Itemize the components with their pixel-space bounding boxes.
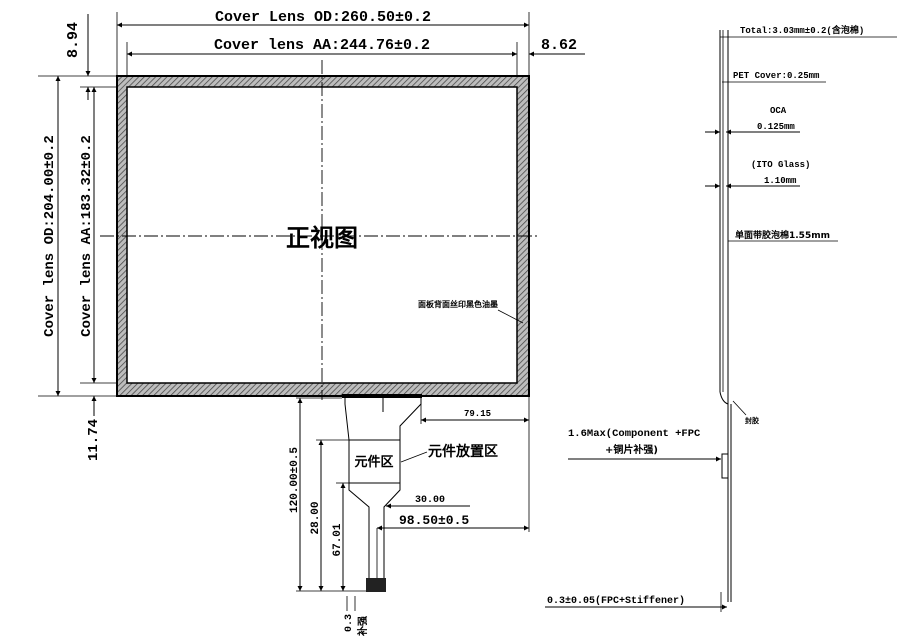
aa-width-label: Cover lens AA:244.76±0.2	[214, 37, 430, 54]
total-thickness-label: Total:3.03mm±0.2(含泡棉)	[740, 24, 864, 36]
seal-label: 封胶	[745, 416, 759, 425]
front-view-title: 正视图	[286, 224, 358, 252]
od-width-label: Cover Lens OD:260.50±0.2	[215, 9, 431, 26]
oca-label: OCA	[770, 106, 787, 116]
ink-note: 面板背面丝印黑色油墨	[418, 299, 498, 309]
fpc-connector	[366, 578, 386, 592]
width-label: 30.00	[415, 495, 445, 506]
bottom-border-label: 11.74	[86, 419, 102, 461]
fpc-outline-left	[344, 398, 350, 441]
total-length-label: 120.00±0.5	[289, 447, 301, 513]
length-b-label: 67.01	[332, 523, 344, 556]
side-view: Total:3.03mm±0.2(含泡棉) PET Cover:0.25mm O…	[545, 24, 897, 612]
oca-value: 0.125mm	[757, 122, 795, 132]
component-max-label-line2: +铜片补强)	[605, 443, 658, 456]
component-placement-leader	[400, 451, 428, 463]
fpc-drawing: 元件区 元件放置区 79.15 30.00 98.50±0.5 120.00±0…	[289, 394, 530, 636]
component-area-label: 元件区	[354, 454, 393, 470]
stiffener-label: 0.3	[344, 614, 355, 632]
pet-cover-label: PET Cover:0.25mm	[733, 71, 820, 81]
ito-value: 1.10mm	[764, 176, 797, 186]
component-placement-label: 元件放置区	[428, 443, 498, 460]
stiffener-note: 补强	[356, 616, 369, 636]
component-area-box	[348, 439, 401, 484]
foam-label: 单面带胶泡棉1.55mm	[735, 229, 830, 241]
fpc-tail-left	[348, 483, 370, 578]
front-view: 正视图 Cover Lens OD:260.50±0.2 Cover lens …	[38, 9, 585, 461]
top-border-label: 8.94	[65, 22, 82, 58]
right-border-label: 8.62	[541, 37, 577, 54]
length-a-label: 28.00	[310, 501, 322, 534]
fpc-tail-right	[383, 483, 401, 578]
component-max-label-line1: 1.6Max(Component +FPC	[568, 428, 701, 440]
seal-leader	[732, 400, 747, 416]
ito-label: (ITO Glass)	[751, 160, 810, 170]
od-height-label: Cover lens OD:204.00±0.2	[42, 135, 58, 337]
position-label: 98.50±0.5	[399, 513, 469, 528]
fpc-thickness-label: 0.3±0.05(FPC+Stiffener)	[547, 595, 685, 607]
fpc-bonding-area	[342, 394, 422, 398]
aa-height-label: Cover lens AA:183.32±0.2	[79, 135, 95, 337]
offset-label: 79.15	[464, 409, 491, 419]
fpc-outline-right	[399, 398, 422, 440]
side-seal-curve	[719, 391, 729, 405]
side-component	[721, 453, 729, 479]
ink-note-leader	[497, 309, 524, 324]
